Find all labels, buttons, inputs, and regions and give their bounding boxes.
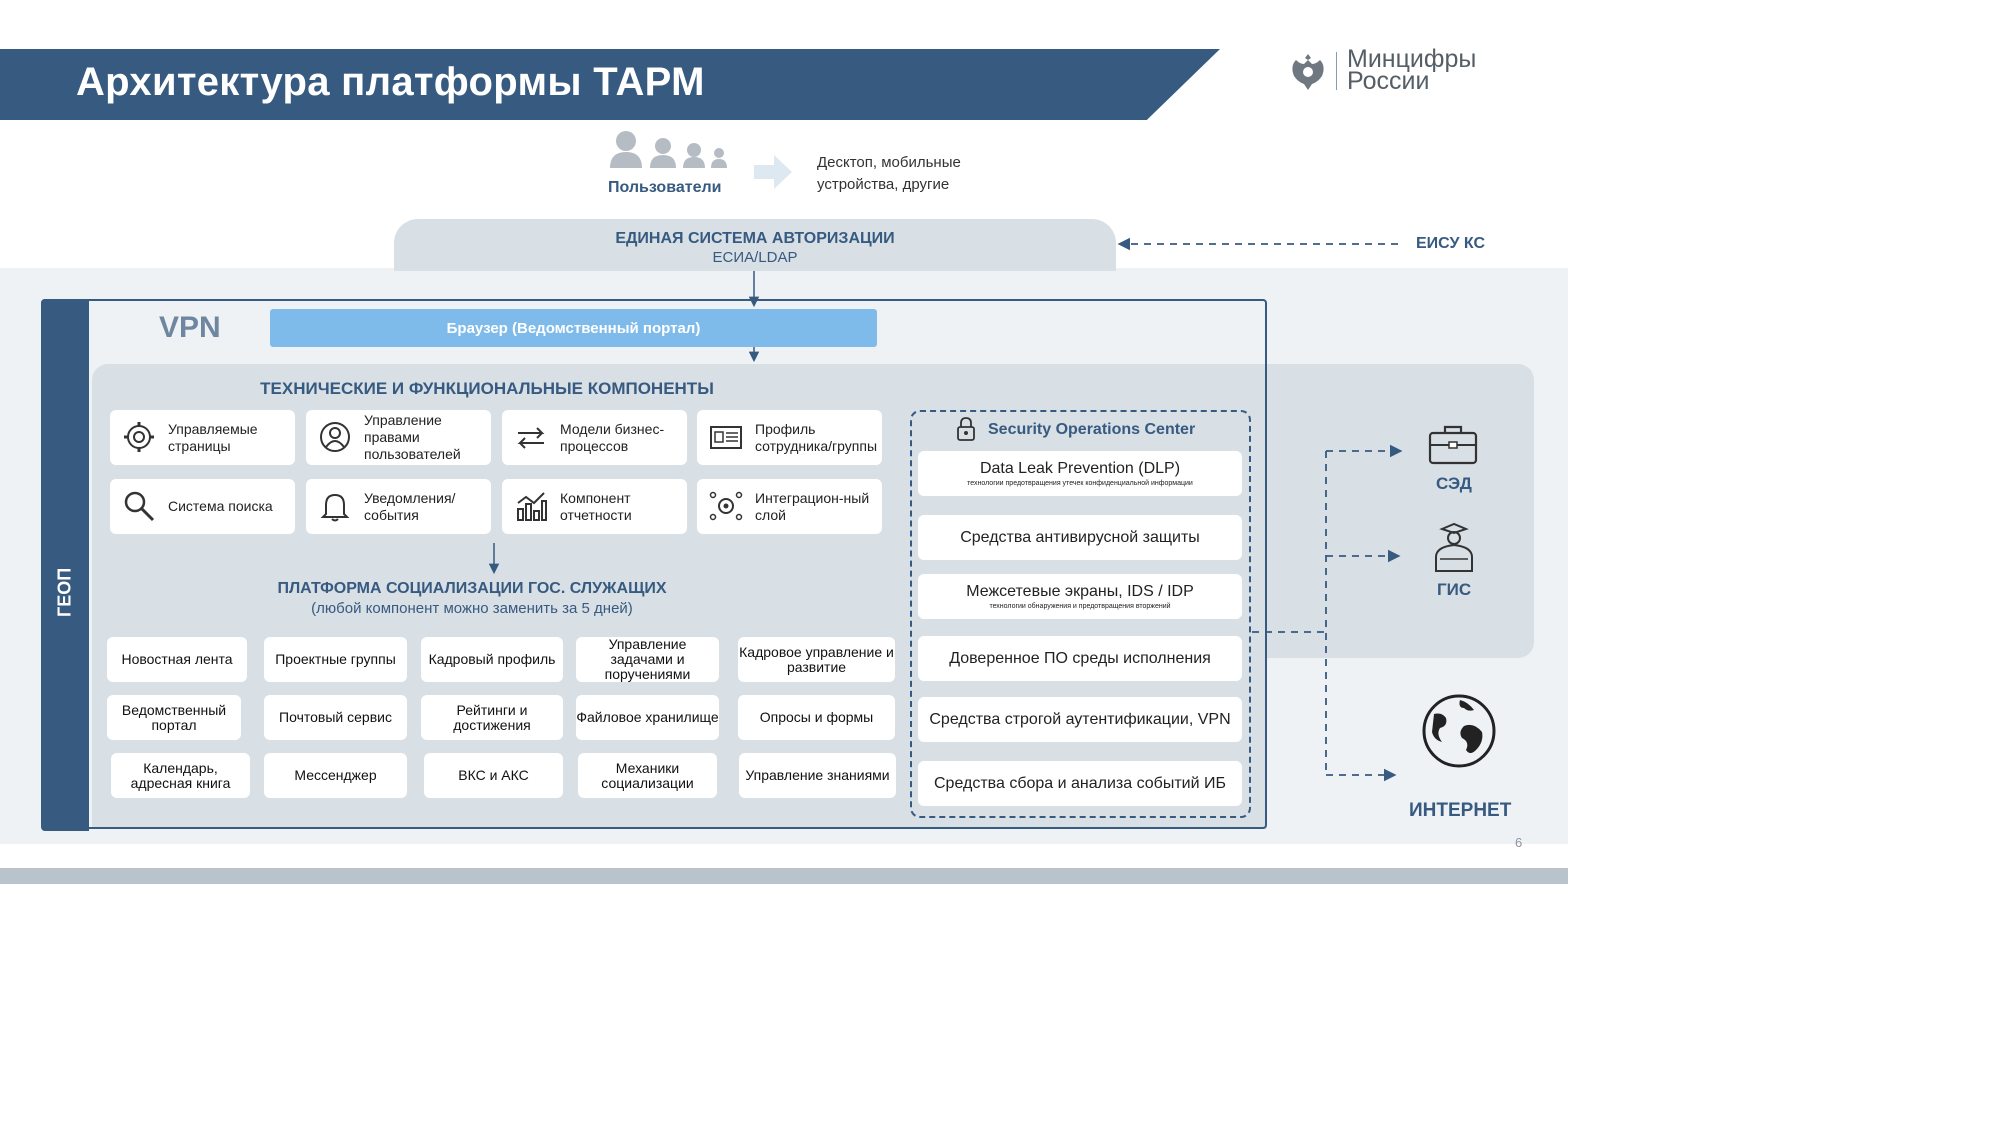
soc-item-label: Data Leak Prevention (DLP) <box>979 460 1181 477</box>
soc-item-siem: Средства сбора и анализа событий ИБ <box>918 761 1242 806</box>
bell-icon <box>320 493 350 522</box>
soc-item-label: Доверенное ПО среды исполнения <box>949 649 1211 667</box>
tech-card-label: Модели бизнес-процессов <box>560 420 665 454</box>
integration-icon <box>709 491 743 521</box>
tech-card-reporting: Компонент отчетности <box>502 479 687 534</box>
soc-item-trusted-software: Доверенное ПО среды исполнения <box>918 636 1242 681</box>
tech-card-search: Система поиска <box>110 479 295 534</box>
tech-card-integration: Интеграцион-ный слой <box>697 479 882 534</box>
logo-text: Минцифры России <box>1347 45 1477 95</box>
platform-item: Опросы и формы <box>738 695 895 740</box>
globe-icon <box>1422 694 1496 768</box>
tech-components-title: ТЕХНИЧЕСКИЕ И ФУНКЦИОНАЛЬНЫЕ КОМПОНЕНТЫ <box>260 379 714 398</box>
tech-card-notifications: Уведомления/события <box>306 479 491 534</box>
platform-item: Кадровое управление и развитие <box>738 637 895 682</box>
soc-item-sub: технологии обнаружения и предотвращения … <box>989 603 1171 610</box>
soc-item-sub: технологии предотвращения утечек конфиде… <box>967 480 1193 487</box>
platform-subtitle: (любой компонент можно заменить за 5 дне… <box>311 600 633 617</box>
chart-icon <box>517 492 547 521</box>
gis-label: ГИС <box>1437 580 1472 599</box>
tech-card-label: Система поиска <box>168 498 273 514</box>
page-number: 6 <box>1515 835 1523 850</box>
lock-icon <box>957 417 975 441</box>
tech-card-label: Профиль сотрудника/группы <box>755 420 878 454</box>
auth-system-box <box>394 219 1116 271</box>
logo-divider <box>1336 52 1337 90</box>
title-band <box>0 49 1220 120</box>
platform-item: Проектные группы <box>264 637 407 682</box>
id-card-icon <box>710 426 742 449</box>
arrow-right-icon <box>754 155 792 189</box>
soc-item-label: Межсетевые экраны, IDS / IDP <box>966 583 1194 600</box>
soc-item-label: Средства строгой аутентификации, VPN <box>929 710 1231 728</box>
platform-item: Мессенджер <box>264 753 407 798</box>
platform-item: Механики социализации <box>578 753 717 798</box>
tech-card-managed-pages: Управляемые страницы <box>110 410 295 465</box>
geop-bar <box>41 299 89 831</box>
soc-title: Security Operations Center <box>988 421 1196 438</box>
browser-bar <box>270 309 877 347</box>
platform-item: Файловое хранилище <box>576 695 719 740</box>
auth-title: ЕДИНАЯ СИСТЕМА АВТОРИЗАЦИИ <box>615 230 895 247</box>
soc-item-label: Средства антивирусной защиты <box>960 528 1200 546</box>
briefcase-icon <box>1428 425 1478 465</box>
browser-label: Браузер (Ведомственный портал) <box>446 320 701 337</box>
soc-item-firewall: Межсетевые экраны, IDS / IDP технологии … <box>918 574 1242 619</box>
tech-card-label: Управление правами пользователей <box>364 412 461 462</box>
platform-item: Управление задачами и поручениями <box>576 637 719 682</box>
platform-item: Кадровый профиль <box>421 637 563 682</box>
external-systems-panel <box>1267 364 1534 658</box>
tech-card-business-process: Модели бизнес-процессов <box>502 410 687 465</box>
logo-line-2: России <box>1347 67 1430 95</box>
eisu-ks-label: ЕИСУ КС <box>1416 235 1486 252</box>
tech-card-label: Уведомления/события <box>364 489 456 523</box>
sed-label: СЭД <box>1436 474 1472 493</box>
users-label: Пользователи <box>608 179 722 196</box>
soc-item-dlp: Data Leak Prevention (DLP) технологии пр… <box>918 451 1242 496</box>
platform-item: Календарь, адресная книга <box>111 753 250 798</box>
official-icon <box>1435 522 1473 572</box>
logo-line-1: Минцифры <box>1347 45 1477 73</box>
platform-item: Ведомственный портал <box>107 695 241 740</box>
platform-item: Новостная лента <box>107 637 247 682</box>
tech-card-employee-profile: Профиль сотрудника/группы <box>697 410 882 465</box>
user-rights-icon <box>320 422 350 452</box>
soc-frame <box>910 410 1251 818</box>
tech-card-label: Управляемые страницы <box>168 420 258 454</box>
coat-of-arms-icon <box>1292 54 1324 90</box>
platform-item: ВКС и АКС <box>424 753 563 798</box>
platform-item: Управление знаниями <box>739 753 896 798</box>
tech-card-label: Интеграцион-ный слой <box>755 489 870 523</box>
search-icon <box>124 491 155 522</box>
platform-title: ПЛАТФОРМА СОЦИАЛИЗАЦИИ ГОС. СЛУЖАЩИХ <box>277 580 667 597</box>
devices-label: Десктоп, мобильные устройства, другие <box>817 154 961 193</box>
vpn-label: VPN <box>159 311 221 344</box>
tech-card-label: Компонент отчетности <box>560 489 632 523</box>
platform-item: Рейтинги и достижения <box>421 695 563 740</box>
bottom-bar <box>0 868 1568 884</box>
users-icon <box>610 131 727 168</box>
page-title: Архитектура платформы ТАРМ <box>76 60 705 104</box>
soc-item-antivirus: Средства антивирусной защиты <box>918 515 1242 560</box>
soc-item-label: Средства сбора и анализа событий ИБ <box>934 774 1226 792</box>
internet-label: ИНТЕРНЕТ <box>1409 800 1512 821</box>
soc-item-strong-auth: Средства строгой аутентификации, VPN <box>918 697 1242 742</box>
tech-card-user-rights: Управление правами пользователей <box>306 410 491 465</box>
auth-subtitle: ЕСИА/LDAP <box>712 249 798 266</box>
geop-label: ГЕОП <box>54 567 75 617</box>
gear-icon <box>124 422 154 452</box>
platform-item: Почтовый сервис <box>264 695 407 740</box>
process-arrows-icon <box>517 427 545 449</box>
